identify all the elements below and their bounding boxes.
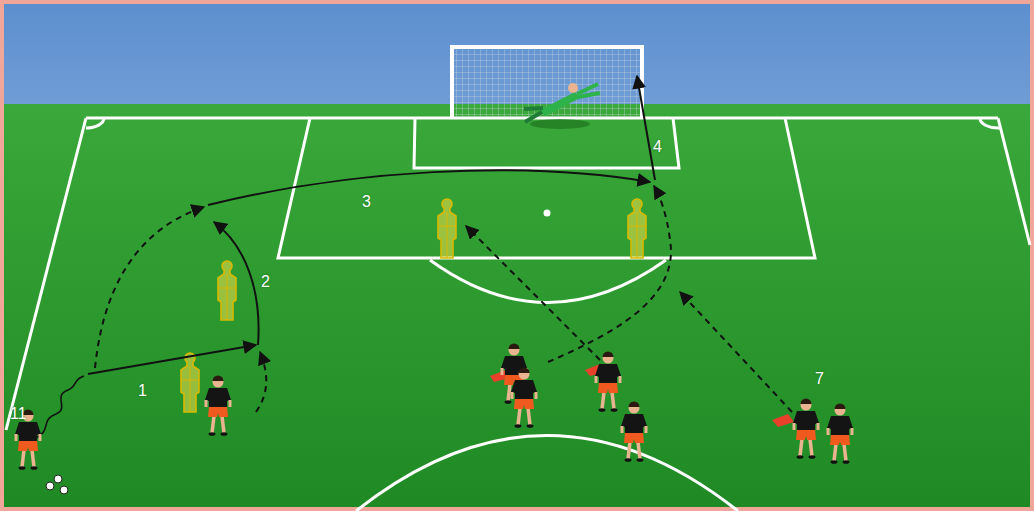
callout-number: 1 <box>138 382 147 400</box>
pass-line <box>88 345 256 374</box>
shot-line <box>637 76 655 180</box>
callout-number: 11 <box>10 405 27 423</box>
mannequin <box>181 353 199 412</box>
run-line <box>548 186 671 362</box>
player <box>511 368 537 428</box>
callout-number: 3 <box>362 193 371 211</box>
balls <box>46 475 68 494</box>
dribble-line <box>36 376 84 438</box>
sky-background <box>4 4 1030 507</box>
mannequins <box>181 199 646 412</box>
player <box>621 402 647 462</box>
pass-line <box>214 222 259 345</box>
player <box>793 399 819 459</box>
callout-number: 4 <box>653 138 662 156</box>
player <box>205 376 231 436</box>
grass <box>4 104 1030 507</box>
run-line <box>256 352 266 412</box>
mannequin <box>628 199 646 258</box>
cross-line <box>208 170 650 205</box>
player <box>827 404 853 464</box>
goalkeeper <box>524 83 600 129</box>
callout-number: 7 <box>815 370 824 388</box>
movement-arrows <box>36 76 792 438</box>
callout-number: 2 <box>261 273 270 291</box>
mannequin <box>438 199 456 258</box>
goal <box>452 47 642 118</box>
mannequin <box>218 261 236 320</box>
penalty-spot <box>544 210 551 217</box>
player <box>595 352 621 412</box>
players <box>15 344 853 470</box>
pitch-lines <box>6 118 1030 511</box>
run-line <box>466 226 600 360</box>
run-line <box>680 292 792 412</box>
run-line <box>95 207 204 368</box>
